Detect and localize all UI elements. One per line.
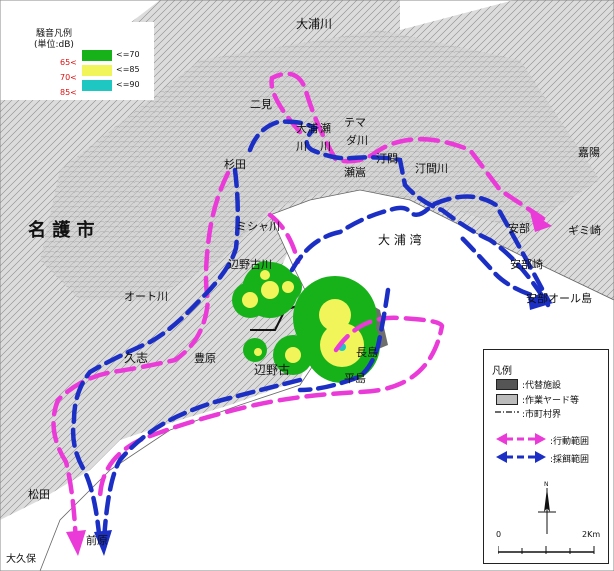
label-kawa: 川 (296, 140, 307, 153)
noise-legend-title: 騒音凡例 (36, 29, 73, 39)
label-abu-island: 安部オール島 (526, 291, 592, 305)
legend-item-facility: :代替施設 (522, 381, 562, 391)
label-hirashima: 平島 (344, 371, 366, 385)
noise-high-label: <=70 (116, 50, 140, 59)
noise-high-label: <=85 (116, 65, 140, 74)
scale-end-label: 2Km (582, 530, 601, 539)
noise-legend-row: 65< (60, 50, 77, 69)
noise-high-label: <=90 (116, 80, 140, 89)
label-henoko: 辺野古 (254, 362, 290, 377)
noise-low-label: 85< (60, 88, 77, 97)
range-arrowheads (66, 212, 553, 556)
label-kanma-river: 汀間川 (415, 162, 448, 175)
label-toyohara: 豊原 (194, 352, 216, 365)
label-kanma: 汀間 (376, 152, 398, 165)
label-okubo: 大久保 (6, 552, 36, 565)
label-sesen: 瀬 (320, 121, 331, 135)
label-maehara: 前原 (86, 533, 108, 547)
svg-text:N: N (544, 481, 549, 488)
label-abu: 安部 (508, 221, 530, 235)
oura-bay-water (40, 190, 614, 571)
boundary-line-swatch (495, 411, 519, 413)
north-arrow-icon: N (538, 481, 556, 534)
label-nago: 名 護 市 (28, 219, 95, 241)
scale-bar (498, 546, 595, 554)
noise-swatch-yellow (82, 65, 112, 76)
legend-item-work-yard: :作業ヤード等 (522, 396, 580, 406)
noise-swatch-teal (82, 80, 112, 91)
terrain-shade (40, 30, 600, 300)
noise-low-label: 70< (60, 73, 77, 82)
label-nimi: 二見 (250, 98, 272, 111)
label-kawa-2: 川 (320, 140, 331, 153)
label-kushi: 久志 (124, 351, 148, 365)
legend-item-boundary: :市町村界 (522, 410, 562, 420)
noise-legend-unit: (単位:dB) (34, 40, 74, 50)
label-tema-river: ダ川 (346, 133, 368, 147)
facility-swatch (496, 379, 518, 390)
noise-legend: 騒音凡例 (単位:dB) 65< <=70 70< <=85 85< <=90 (24, 22, 154, 100)
label-oto: オート川 (124, 290, 168, 303)
label-oura-river: 大浦川 (296, 17, 332, 31)
legend-item-action-range: :行動範囲 (550, 437, 590, 447)
label-oura: 大浦 (296, 121, 318, 135)
municipal-boundary (250, 304, 301, 331)
place-labels: 名 護 市 大浦川 二見 大浦 瀬 テマ ダ川 川 川 汀間 汀間川 瀬嵩 嘉陽… (6, 17, 601, 565)
label-sesoku: 瀬嵩 (344, 165, 366, 179)
label-kayo: 嘉陽 (578, 145, 600, 159)
noise-legend-row: 85< (60, 80, 77, 99)
label-tema: テマ (344, 116, 366, 129)
label-nagashima: 長島 (356, 345, 378, 359)
legend-item-feeding-range: :採餌範囲 (550, 455, 590, 465)
work-yard-swatch (496, 394, 518, 405)
noise-low-label: 65< (60, 58, 77, 67)
label-sugita: 杉田 (224, 157, 246, 171)
feeding-range-swatch (496, 451, 546, 463)
map-legend: 凡例 :代替施設 :作業ヤード等 :市町村界 :行動範囲 :採餌範囲 N 0 2… (483, 349, 609, 564)
action-range-swatch (496, 433, 546, 445)
noise-legend-row: 70< (60, 65, 77, 84)
scale-start-label: 0 (496, 530, 502, 539)
label-gimi: ギミ崎 (568, 223, 601, 237)
legend-title: 凡例 (492, 366, 512, 377)
coastline (39, 189, 614, 571)
label-misha: ミシャ川 (236, 220, 280, 233)
label-oura-bay: 大 浦 湾 (378, 232, 422, 247)
label-matsuda: 松田 (28, 487, 50, 501)
label-henoko-river: 辺野古川 (228, 258, 272, 271)
blue-feeding-range (70, 119, 553, 548)
label-abuzaki: 安部崎 (510, 257, 543, 271)
noise-swatch-green (82, 50, 112, 61)
